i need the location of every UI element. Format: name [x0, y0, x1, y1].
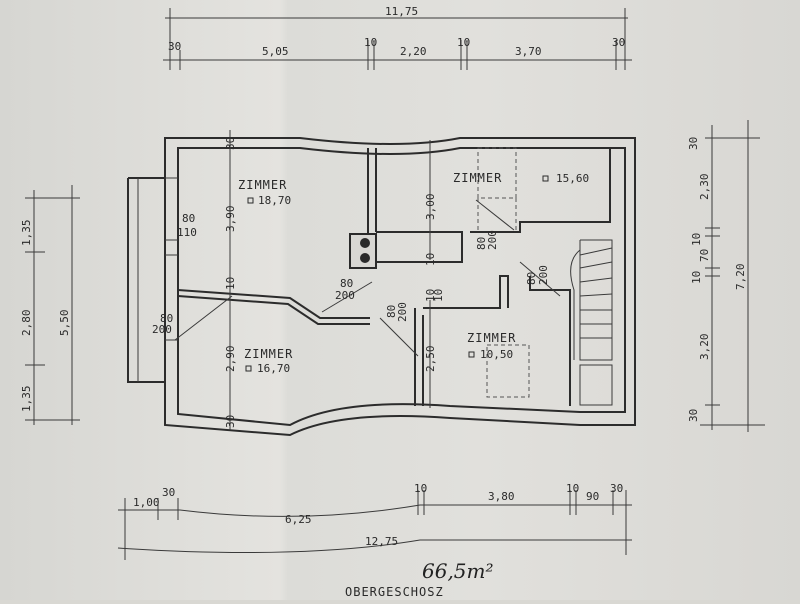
- dim-top-wall-mid1: 10: [364, 36, 377, 49]
- bottom-dimension-chain: 1,00 30 6,25 10 3,80 10 90 30 12,75: [117, 482, 632, 560]
- room-area: 18,70: [258, 194, 291, 207]
- dim-room2-height: 3,00: [424, 194, 437, 221]
- dim-door-200-c: 200: [486, 230, 499, 250]
- small-square-icon: [245, 365, 252, 372]
- dim-door-200-b: 200: [335, 289, 355, 302]
- dim-window-110: 110: [177, 226, 197, 239]
- dim-top-seg1: 5,05: [262, 45, 289, 58]
- dim-right-wall-top: 30: [687, 137, 700, 150]
- dim-right-c: 70: [698, 249, 711, 262]
- dim-window-80: 80: [182, 212, 195, 225]
- dim-right-a: 2,30: [698, 174, 711, 201]
- dim-door-80-b: 80: [340, 277, 353, 290]
- dim-left-c: 1,35: [20, 386, 33, 413]
- dim-top-seg3: 3,70: [515, 45, 542, 58]
- total-area-handwritten: 66,5m²: [422, 559, 494, 583]
- door-swings: [174, 130, 561, 430]
- dim-top-wall-left: 30: [168, 40, 181, 53]
- dim-bottom-total: 12,75: [365, 535, 398, 548]
- room-area: 10,50: [480, 348, 513, 361]
- room-zimmer-3: ZIMMER 16,70: [244, 347, 293, 375]
- dim-bottom-seg1: 6,25: [285, 513, 312, 526]
- dim-room4-height: 2,50: [424, 346, 437, 373]
- dim-door-80-d: 80: [385, 305, 398, 318]
- outer-walls: [127, 137, 636, 437]
- small-square-icon: [247, 197, 254, 204]
- room-zimmer-2: ZIMMER 15,60: [453, 171, 589, 185]
- room-zimmer-1: ZIMMER 18,70: [238, 178, 291, 207]
- dim-wall-10-left: 10: [224, 277, 237, 290]
- staircase: [570, 239, 613, 406]
- floor-label: OBERGESCHOSZ: [345, 585, 444, 599]
- dim-left-total: 5,50: [58, 310, 71, 337]
- dim-bottom-wall3: 10: [566, 482, 579, 495]
- dim-door-200-a: 200: [152, 323, 172, 336]
- dim-bottom-wall2: 10: [414, 482, 427, 495]
- dim-room1-height: 3,90: [224, 206, 237, 233]
- room-label: ZIMMER: [467, 331, 516, 345]
- dim-door-200-d: 200: [396, 302, 409, 322]
- room-label: ZIMMER: [244, 347, 293, 361]
- dim-bottom-a: 1,00: [133, 496, 160, 509]
- dim-door-80-c: 80: [475, 237, 488, 250]
- dim-door-200-e: 200: [537, 265, 550, 285]
- dim-top-seg2: 2,20: [400, 45, 427, 58]
- dim-room3-height: 2,90: [224, 346, 237, 373]
- dim-right-wall-bottom: 30: [687, 409, 700, 422]
- dim-door-80-e: 80: [525, 272, 538, 285]
- dim-right-wall-d: 10: [690, 271, 703, 284]
- dim-top-wall-mid2: 10: [457, 36, 470, 49]
- dashed-lines: [477, 147, 530, 398]
- inner-dimensions: 3,90 3,00 2,90 2,50 30 30 10 10 10 10 80…: [152, 137, 550, 428]
- room-area: 15,60: [556, 172, 589, 185]
- room-label: ZIMMER: [238, 178, 287, 192]
- dim-left-b: 2,80: [20, 310, 33, 337]
- dim-top-wall-right: 30: [612, 36, 625, 49]
- right-dimension-chain: 30 2,30 10 70 10 7,20 3,20 30: [687, 120, 765, 432]
- dim-bottom-seg2: 3,80: [488, 490, 515, 503]
- dim-bottom-wall4: 30: [610, 482, 623, 495]
- dim-right-total: 7,20: [734, 264, 747, 291]
- dim-left-a: 1,35: [20, 220, 33, 247]
- dim-wall-10-mid: 10: [424, 253, 437, 266]
- chimney: [349, 233, 377, 269]
- small-square-icon: [468, 351, 475, 358]
- dim-wall-10-low2: 10: [432, 289, 445, 302]
- dim-bottom-wall1: 30: [162, 486, 175, 499]
- room-label: ZIMMER: [453, 171, 502, 185]
- dim-bottom-seg3: 90: [586, 490, 599, 503]
- left-dimension-chain: 1,35 2,80 1,35 5,50: [20, 185, 80, 425]
- dim-wall-30-top: 30: [224, 137, 237, 150]
- dim-wall-10-low: 10: [424, 289, 437, 302]
- dim-wall-30-bottom: 30: [224, 415, 237, 428]
- room-area: 16,70: [257, 362, 290, 375]
- dim-top-total: 11,75: [385, 5, 418, 18]
- dim-right-wall-b: 10: [690, 233, 703, 246]
- interior-walls: [165, 148, 611, 406]
- room-zimmer-4: ZIMMER 10,50: [467, 331, 516, 361]
- top-dimension-chain: 11,75 30 5,05 10 2,20 10 3,70 30: [163, 5, 632, 70]
- small-square-icon: [542, 175, 549, 182]
- dim-right-e: 3,20: [698, 334, 711, 361]
- dim-door-80-a: 80: [160, 312, 173, 325]
